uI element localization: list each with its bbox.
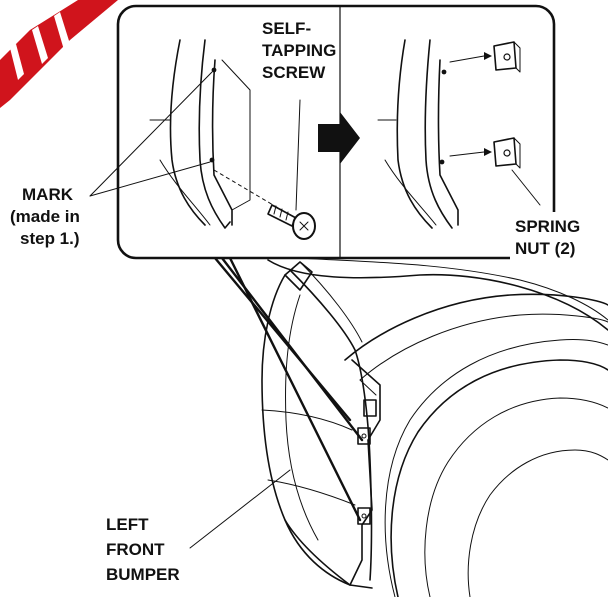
bumper-label-line2: FRONT: [106, 540, 165, 559]
inset-callout-lines: [213, 256, 364, 522]
self-tapping-screw-icon: [267, 204, 316, 240]
label-self-tapping-screw: SELF- TAPPING SCREW: [255, 12, 336, 86]
screw-label-line1: SELF-: [262, 19, 311, 38]
spring-nut-icon: [493, 41, 521, 73]
label-leaders: [89, 71, 291, 549]
label-mark: MARK (made in step 1.): [10, 185, 80, 248]
screw-label-line2: TAPPING: [262, 41, 336, 60]
nut-label-line1: SPRING: [515, 217, 580, 236]
mark-label-line3: step 1.): [20, 229, 80, 248]
watermark-stamp: [0, 0, 118, 108]
step-arrow-icon: [318, 112, 360, 164]
nut-label-line2: NUT (2): [515, 239, 575, 258]
spring-nut-icon: [493, 137, 521, 169]
label-spring-nut: SPRING NUT (2): [510, 212, 602, 260]
label-left-front-bumper: LEFT FRONT BUMPER: [106, 515, 180, 584]
screw-label-line3: SCREW: [262, 63, 326, 82]
bumper-label-line3: BUMPER: [106, 565, 180, 584]
mark-label-line2: (made in: [10, 207, 80, 226]
inset-before-view: [149, 39, 316, 240]
bumper-label-line1: LEFT: [106, 515, 149, 534]
inset-after-view: [377, 39, 541, 229]
mark-label-line1: MARK: [22, 185, 74, 204]
bumper-illustration: [261, 257, 608, 597]
